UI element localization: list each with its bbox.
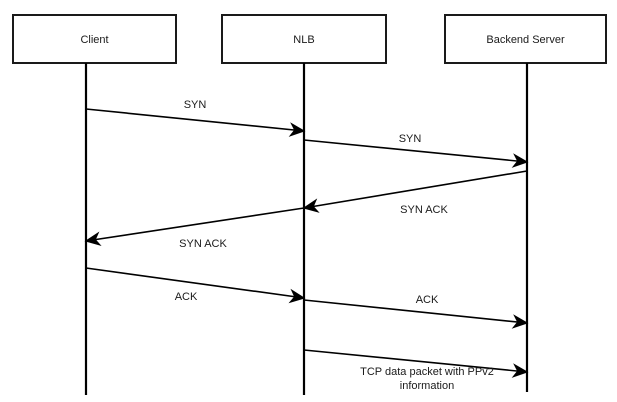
message-label-msg-1: SYN: [184, 99, 207, 111]
participant-box-nlb[interactable]: [221, 14, 387, 64]
message-msg-3[interactable]: SYN ACK: [302, 170, 528, 216]
message-msg-2[interactable]: SYN: [303, 133, 529, 168]
lifelines-layer: [84, 63, 529, 395]
participant-backend[interactable]: Backend Server: [444, 14, 607, 64]
participant-box-client[interactable]: [12, 14, 177, 64]
participant-client[interactable]: Client: [12, 14, 177, 64]
participant-box-backend[interactable]: [444, 14, 607, 64]
message-label-msg-3: SYN ACK: [400, 204, 448, 216]
message-arrow-msg-4[interactable]: [84, 207, 305, 247]
message-msg-6[interactable]: ACK: [303, 294, 529, 329]
message-msg-4[interactable]: SYN ACK: [84, 207, 305, 250]
participant-label-client: Client: [80, 34, 108, 46]
participant-label-backend: Backend Server: [486, 34, 565, 46]
message-label-msg-7-line1: TCP data packet with PPv2: [360, 366, 494, 378]
message-arrow-msg-7[interactable]: [303, 349, 529, 378]
message-label-msg-7-line2: information: [400, 380, 454, 392]
message-label-msg-2: SYN: [399, 133, 422, 145]
participant-label-nlb: NLB: [293, 34, 314, 46]
message-label-msg-5: ACK: [175, 291, 198, 303]
message-label-msg-6: ACK: [416, 294, 439, 306]
participant-nlb[interactable]: NLB: [221, 14, 387, 64]
participants-layer: Client NLB Backend Server: [12, 14, 607, 64]
message-arrow-msg-1[interactable]: [85, 108, 306, 137]
message-label-msg-4: SYN ACK: [179, 238, 227, 250]
message-arrow-msg-5[interactable]: [85, 267, 306, 304]
message-arrow-msg-6[interactable]: [303, 299, 529, 329]
message-msg-7[interactable]: TCP data packet with PPv2 information: [303, 349, 529, 392]
message-msg-5[interactable]: ACK: [85, 267, 306, 304]
message-arrow-msg-3[interactable]: [302, 170, 528, 213]
message-msg-1[interactable]: SYN: [85, 99, 306, 137]
messages-layer: SYN SYN SYN ACK SYN ACK ACK ACK TCP data packe…: [84, 99, 529, 392]
message-arrow-msg-2[interactable]: [303, 139, 529, 168]
